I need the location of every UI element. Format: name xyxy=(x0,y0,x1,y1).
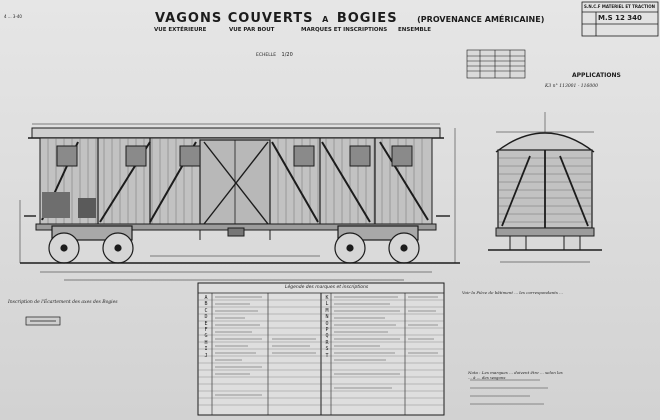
letter-h: H xyxy=(204,339,208,346)
letter-n: N xyxy=(325,314,329,321)
side-view xyxy=(19,123,460,281)
bogie-left xyxy=(48,225,134,264)
title-a: A xyxy=(322,15,329,24)
subtitle-marks: MARQUES ET INSCRIPTIONS xyxy=(301,27,388,33)
letter-d: D xyxy=(204,314,208,321)
note-lines xyxy=(470,379,548,405)
bogie-right xyxy=(334,225,420,264)
title-main: VAGONS COUVERTS xyxy=(155,11,314,26)
letter-m: M xyxy=(325,307,329,314)
right-caption: Voir la Pièce de bâtiment ... les corres… xyxy=(462,290,563,295)
letter-f: F xyxy=(204,327,208,334)
title-origin: (PROVENANCE AMÉRICAINE) xyxy=(417,15,545,24)
letter-l: L xyxy=(325,301,329,308)
letter-g: G xyxy=(204,333,208,340)
letter-i: I xyxy=(204,346,208,353)
letter-b: B xyxy=(204,301,208,308)
small-grid-table xyxy=(466,49,526,79)
subtitle-end: VUE PAR BOUT xyxy=(229,27,275,33)
letter-e: E xyxy=(204,320,208,327)
scale-word: ECHELLE xyxy=(256,53,277,58)
brake-rigging xyxy=(140,227,330,240)
cartouche-line1: S.N.C.F MATERIEL ET TRACTION xyxy=(584,4,655,9)
side-windows xyxy=(56,145,413,167)
cartouche-line2: M.S 12 340 xyxy=(598,14,642,22)
scale-label: ECHELLE 1/20 xyxy=(256,52,293,58)
end-view xyxy=(488,112,602,263)
inscriptions-table-title: Légende des marques et inscriptions xyxy=(285,285,369,290)
subtitle-assembly: ENSEMBLE xyxy=(398,27,432,33)
letter-p: P xyxy=(325,327,329,334)
corner-note: 4 ... 3-40 xyxy=(4,14,22,19)
end-roof xyxy=(495,132,595,153)
subtitle-exterior: VUE EXTÉRIEURE xyxy=(154,27,207,33)
letter-a: A xyxy=(204,295,208,301)
dimension-lines xyxy=(19,123,456,281)
sheet-title: VAGONS COUVERTS A BOGIES (PROVENANCE AMÉ… xyxy=(155,7,544,26)
table-letters-right: K L M N O P Q R S T xyxy=(323,295,331,359)
applications-line: K3 n° 113001 - 116000 xyxy=(545,84,598,89)
left-caption: Inscription de l'Écartement des axes des… xyxy=(8,300,118,305)
letter-j: J xyxy=(204,352,208,359)
inscriptions-table-frame xyxy=(197,282,445,416)
letter-o: O xyxy=(325,320,329,327)
letter-t: T xyxy=(325,352,329,359)
letter-s: S xyxy=(325,346,329,353)
scale-value: 1/20 xyxy=(281,52,293,58)
applications-title: APPLICATIONS xyxy=(572,72,621,79)
side-roof xyxy=(31,127,441,139)
letter-r: R xyxy=(325,339,329,346)
title-bogies: BOGIES xyxy=(336,11,398,26)
plate-sketch xyxy=(25,316,61,326)
letter-q: Q xyxy=(325,333,329,340)
cartouche xyxy=(581,1,659,37)
letter-c: C xyxy=(204,307,208,314)
note-text: Nota : Les marques ... doivent être ... … xyxy=(468,370,563,380)
letter-k: K xyxy=(325,295,329,301)
table-letters: A B C D E F G H I J xyxy=(202,295,210,359)
